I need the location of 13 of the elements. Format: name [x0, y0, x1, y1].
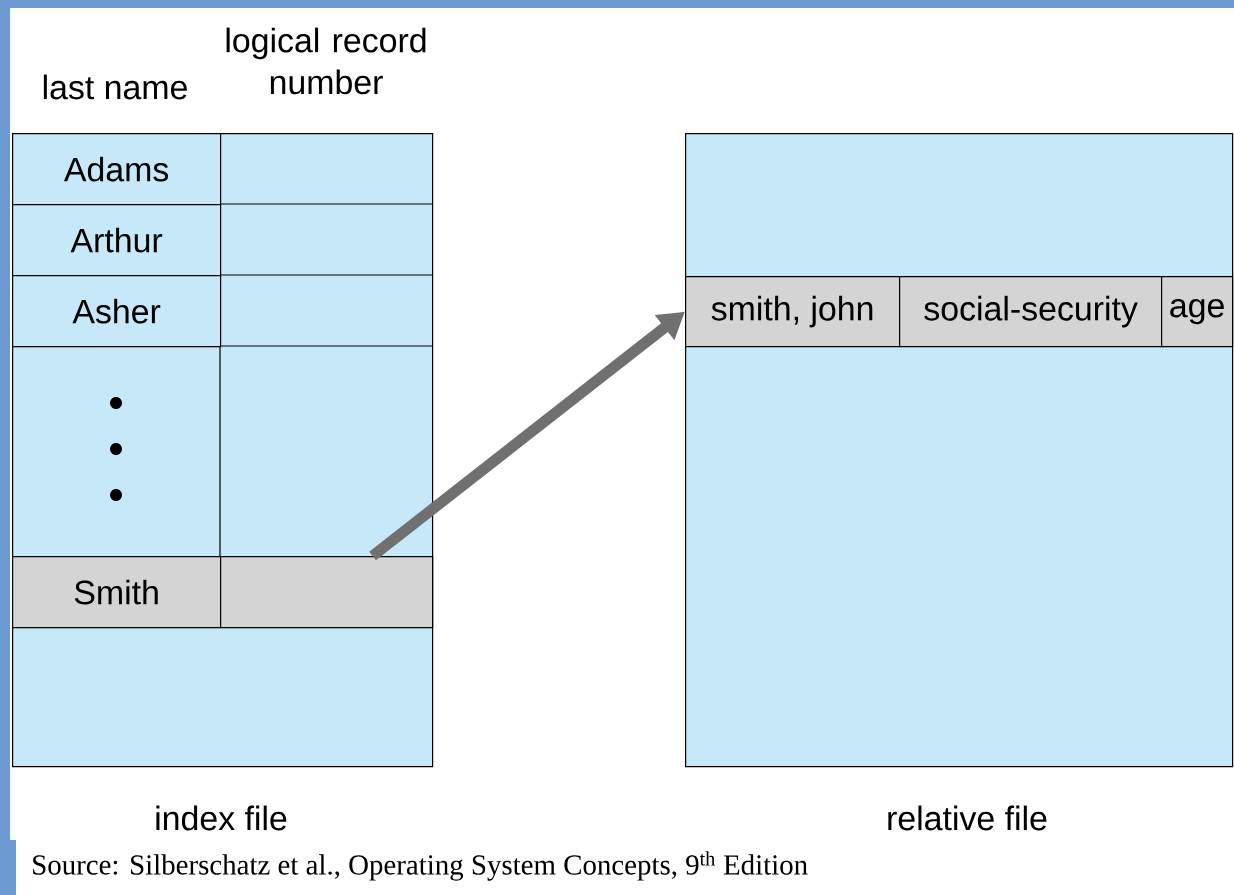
source-caption: Source: Silberschatz et al., Operating System Concepts, 9$^{th}$ Edition	[33, 851, 808, 881]
table-cell: Smith	[12, 556, 222, 629]
table-cell: Asher	[12, 275, 222, 348]
file-caption: index file	[156, 805, 287, 831]
column-header: last name	[43, 74, 187, 100]
table-cell: age	[1161, 276, 1234, 348]
table-box	[685, 133, 1234, 768]
table-cell: smith, john	[685, 276, 901, 348]
column-header: logical record number	[226, 27, 426, 95]
file-caption: relative file	[888, 805, 1047, 831]
table-cell: Arthur	[12, 204, 222, 277]
table-cell: Adams	[12, 133, 222, 206]
table-cell	[220, 556, 434, 629]
